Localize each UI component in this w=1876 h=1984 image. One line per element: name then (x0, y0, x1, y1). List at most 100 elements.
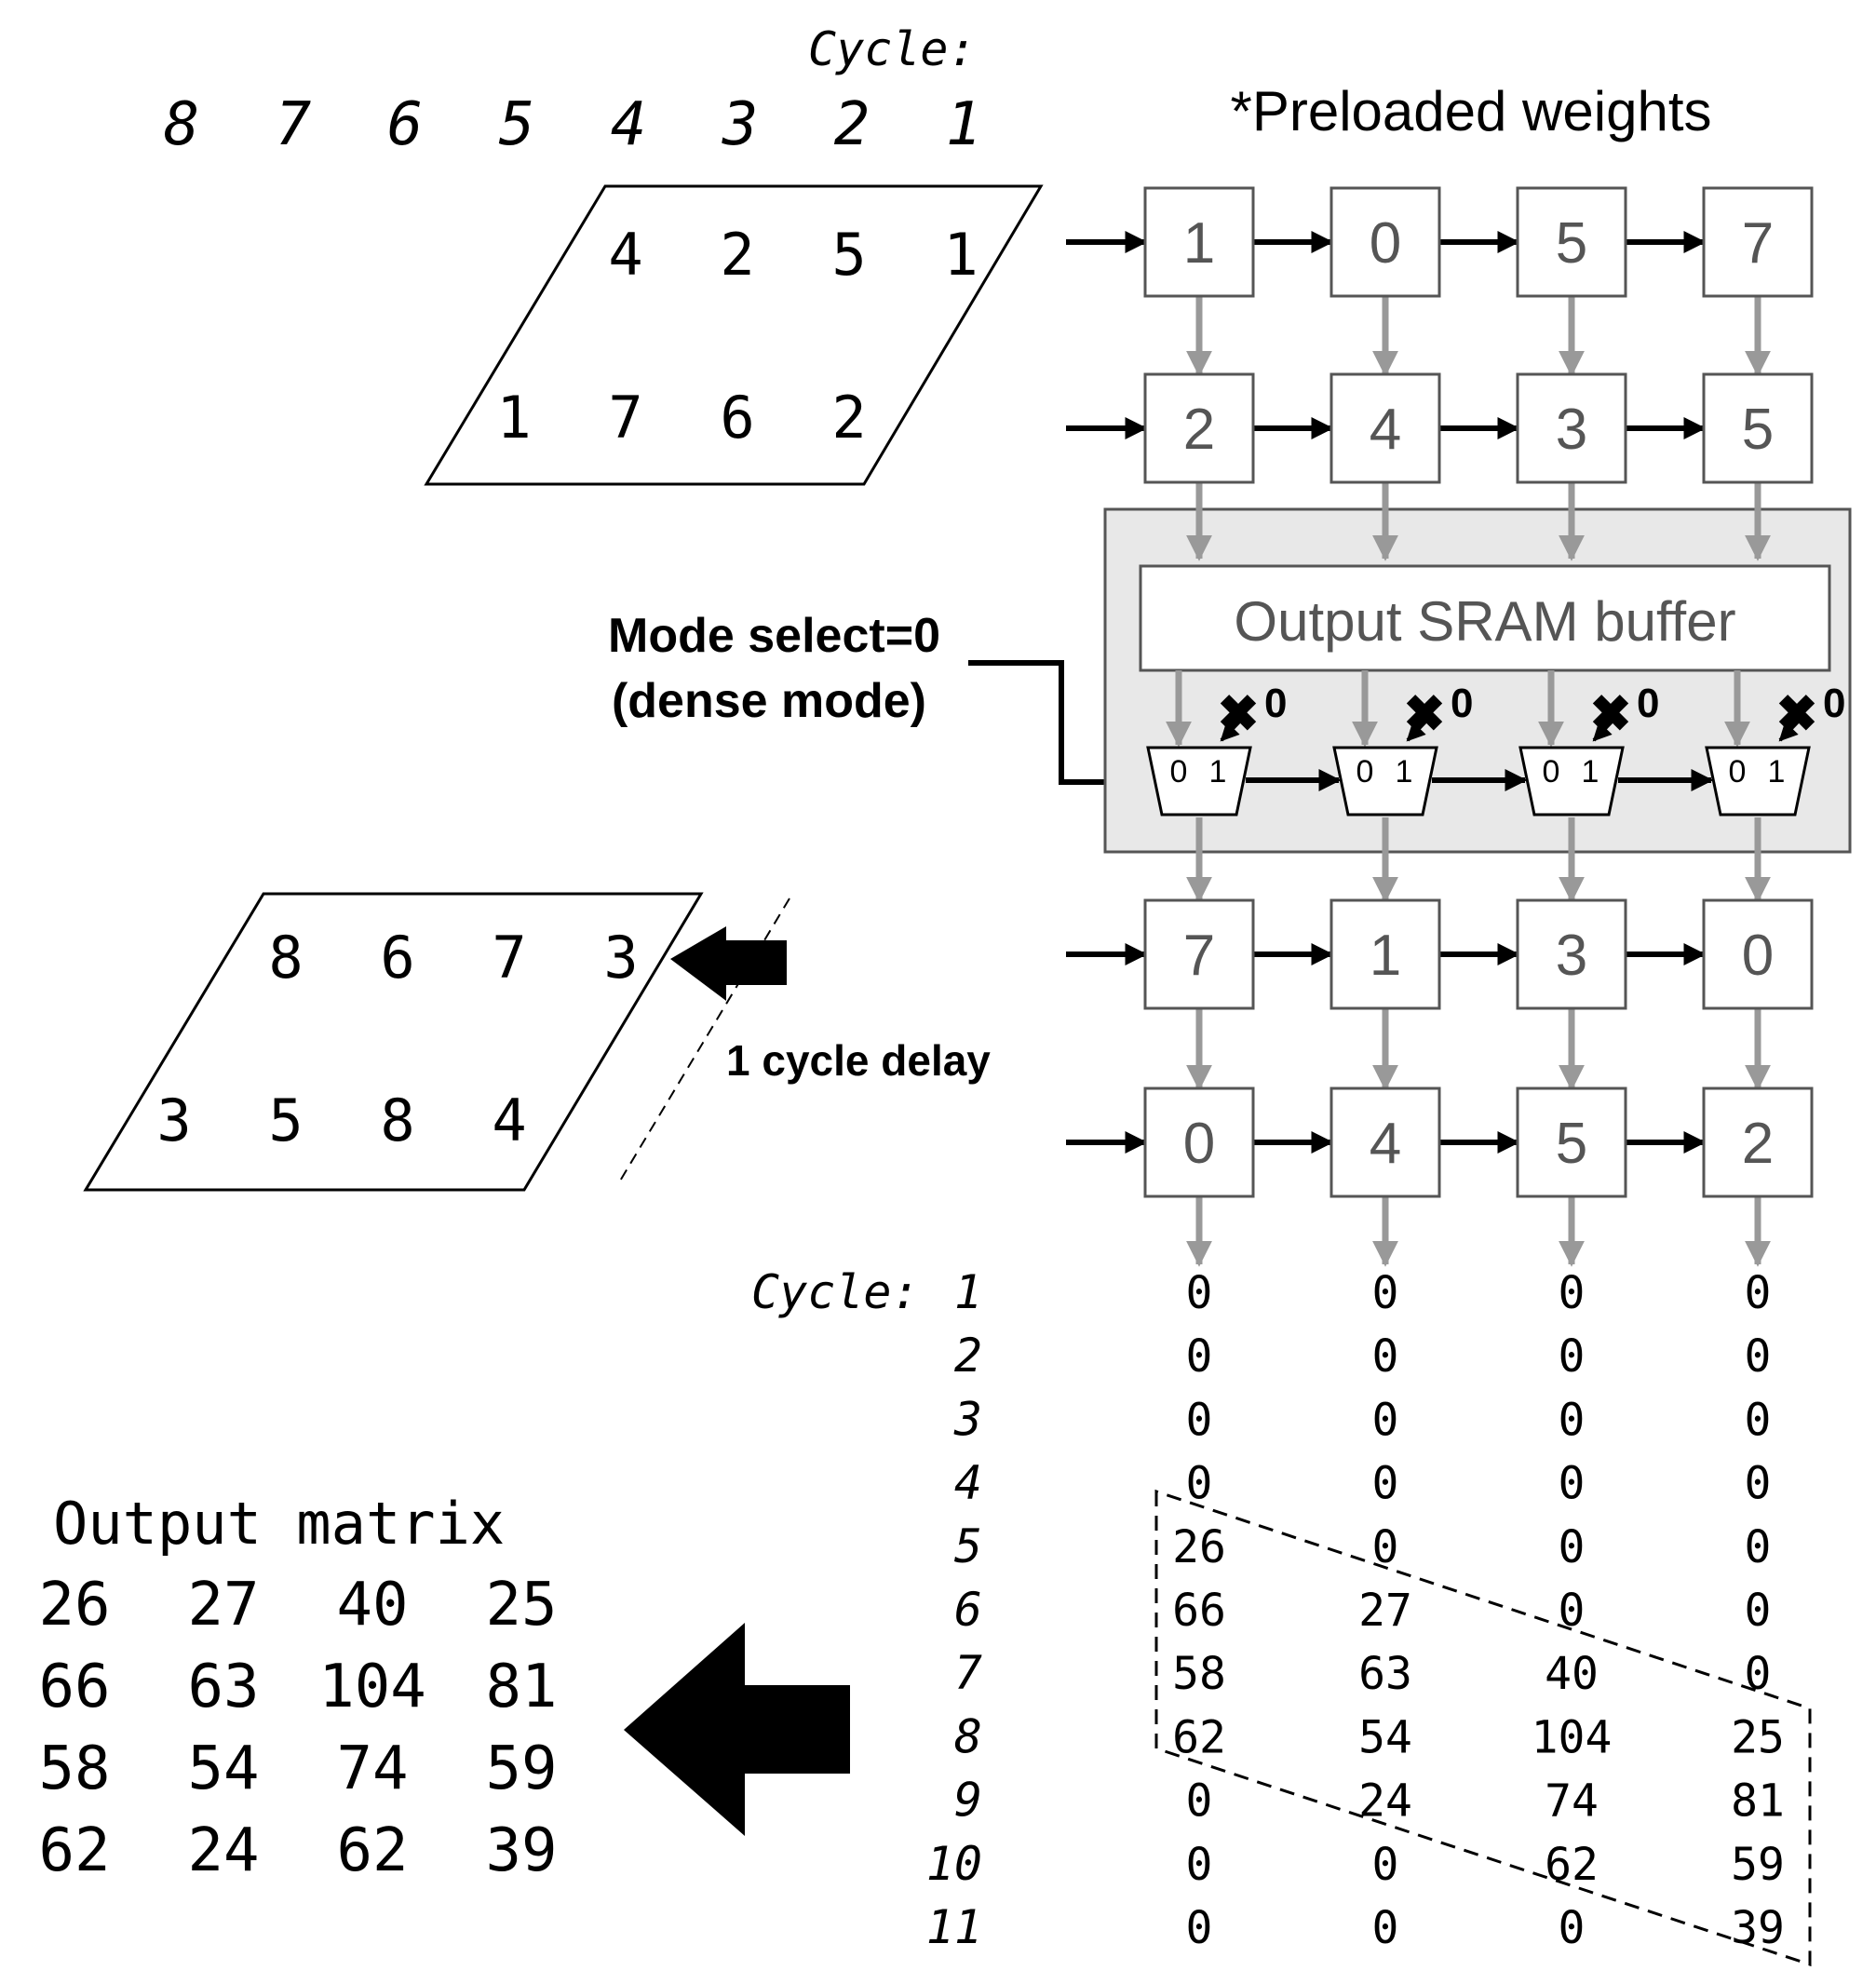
mux-input-0-label: 0 (1170, 754, 1188, 790)
zero-input-arrow (1220, 713, 1248, 742)
cycle-output-value: 0 (1186, 1267, 1213, 1319)
cycle-number: 8 (164, 90, 200, 159)
pe-weight: 1 (1183, 211, 1215, 276)
output-matrix-value: 62 (336, 1816, 408, 1885)
input-value: 6 (380, 924, 414, 992)
pe-weight: 7 (1183, 924, 1215, 988)
cycle-output-value: 104 (1532, 1711, 1613, 1763)
output-matrix-value: 26 (38, 1571, 110, 1640)
output-matrix-value: 25 (485, 1571, 557, 1640)
output-matrix-value: 104 (318, 1653, 426, 1721)
cycle-output-value: 0 (1745, 1585, 1772, 1637)
cycle-number: 7 (954, 1646, 982, 1700)
cycle-output-value: 40 (1545, 1648, 1599, 1700)
cycle-output-value: 0 (1745, 1394, 1772, 1446)
sram-buffer-label: Output SRAM buffer (1234, 590, 1735, 653)
cycle-output-value: 0 (1186, 1458, 1213, 1510)
cross-icon: ✖ (1775, 686, 1817, 742)
pe-weight: 2 (1742, 1112, 1774, 1176)
pe-weight: 0 (1183, 1112, 1215, 1176)
processing-element: 3 (1516, 898, 1627, 1010)
cross-icon: ✖ (1217, 686, 1259, 742)
cycle-number-sequence: 8 7 6 5 4 3 2 1 (164, 90, 982, 159)
pe-weight: 4 (1370, 398, 1401, 462)
input-value: 7 (492, 924, 526, 992)
output-matrix-title: Output matrix (53, 1490, 505, 1558)
cycle-output-value: 26 (1172, 1521, 1226, 1573)
zero-input-arrow (1406, 713, 1434, 742)
cycle-output-value: 0 (1372, 1267, 1399, 1319)
cycle-output-value: 0 (1372, 1458, 1399, 1510)
forced-zero-label: 0 (1264, 681, 1287, 726)
cycle-output-value: 0 (1559, 1394, 1586, 1446)
cycle-output-value: 0 (1559, 1458, 1586, 1510)
cycle-output-value: 0 (1372, 1839, 1399, 1891)
cycle-number: 2 (954, 1329, 982, 1383)
cycle-output-value: 27 (1358, 1585, 1412, 1637)
cycle-number: 6 (387, 90, 424, 159)
cycle-output-value: 81 (1731, 1775, 1785, 1828)
input-value: 5 (831, 221, 866, 289)
pe-weight: 4 (1370, 1112, 1401, 1176)
cycle-output-value: 54 (1358, 1711, 1412, 1763)
input-value: 4 (492, 1086, 526, 1154)
cross-icon: ✖ (1403, 686, 1445, 742)
cycle-output-value: 0 (1186, 1330, 1213, 1383)
processing-element: 3 (1516, 372, 1627, 484)
cycle-output-value: 0 (1372, 1330, 1399, 1383)
processing-element: 0 (1702, 898, 1814, 1010)
input-value: 1 (496, 384, 531, 452)
cycle-header-label: Cycle: (808, 22, 977, 76)
cycle-output-value: 0 (1372, 1902, 1399, 1954)
processing-element: 7 (1702, 186, 1814, 298)
cycle-number: 5 (954, 1519, 982, 1573)
forced-zero-label: 0 (1823, 681, 1845, 726)
cycle-output-value: 0 (1559, 1521, 1586, 1573)
delay-label: 1 cycle delay (726, 1036, 991, 1085)
pe-weight: 1 (1370, 924, 1401, 988)
processing-element: 1 (1329, 898, 1441, 1010)
cycle-output-value: 59 (1731, 1839, 1785, 1891)
cycle-output-value: 0 (1186, 1775, 1213, 1828)
input-value: 2 (720, 221, 754, 289)
output-matrix-value: 62 (38, 1816, 110, 1885)
output-arrow (624, 1623, 850, 1836)
cycle-number: 6 (954, 1583, 982, 1637)
processing-element: 7 (1143, 898, 1255, 1010)
output-matrix-value: 81 (485, 1653, 557, 1721)
cycle-number: 3 (722, 90, 759, 159)
sram-buffer-box (1139, 564, 1831, 672)
preloaded-weights-label: *Preloaded weights (1230, 80, 1711, 142)
input-parallelogram-top: 4 2 5 1 1 7 6 2 (424, 184, 1044, 486)
delay-arrow (670, 926, 787, 1001)
cycle-output-value: 0 (1372, 1394, 1399, 1446)
processing-element: 2 (1143, 372, 1255, 484)
mux-input-0-label: 0 (1543, 754, 1560, 790)
mux-input-1-label: 1 (1396, 754, 1413, 790)
pe-weight: 3 (1556, 398, 1587, 462)
pe-weight: 5 (1556, 1112, 1587, 1176)
cycle-output-value: 0 (1745, 1330, 1772, 1383)
input-parallelogram-bottom: 8 6 7 3 3 5 8 4 (83, 892, 704, 1192)
input-value: 7 (608, 384, 642, 452)
cycle-output-value: 0 (1186, 1839, 1213, 1891)
cycle-output-value: 74 (1545, 1775, 1599, 1828)
input-value: 4 (608, 221, 642, 289)
cycle-output-value: 0 (1745, 1521, 1772, 1573)
cycle-output-value: 0 (1745, 1267, 1772, 1319)
cycle-table-label: Cycle: (751, 1265, 920, 1319)
processing-element: 5 (1516, 1086, 1627, 1198)
cycle-number: 4 (611, 90, 647, 159)
output-matrix-value: 63 (187, 1653, 259, 1721)
processing-element: 0 (1329, 186, 1441, 298)
output-matrix-value: 39 (485, 1816, 557, 1885)
zero-input-arrow (1592, 713, 1620, 742)
forced-zero-label: 0 (1451, 681, 1473, 726)
cycle-number: 1 (946, 90, 982, 159)
cycle-number: 9 (954, 1774, 982, 1828)
